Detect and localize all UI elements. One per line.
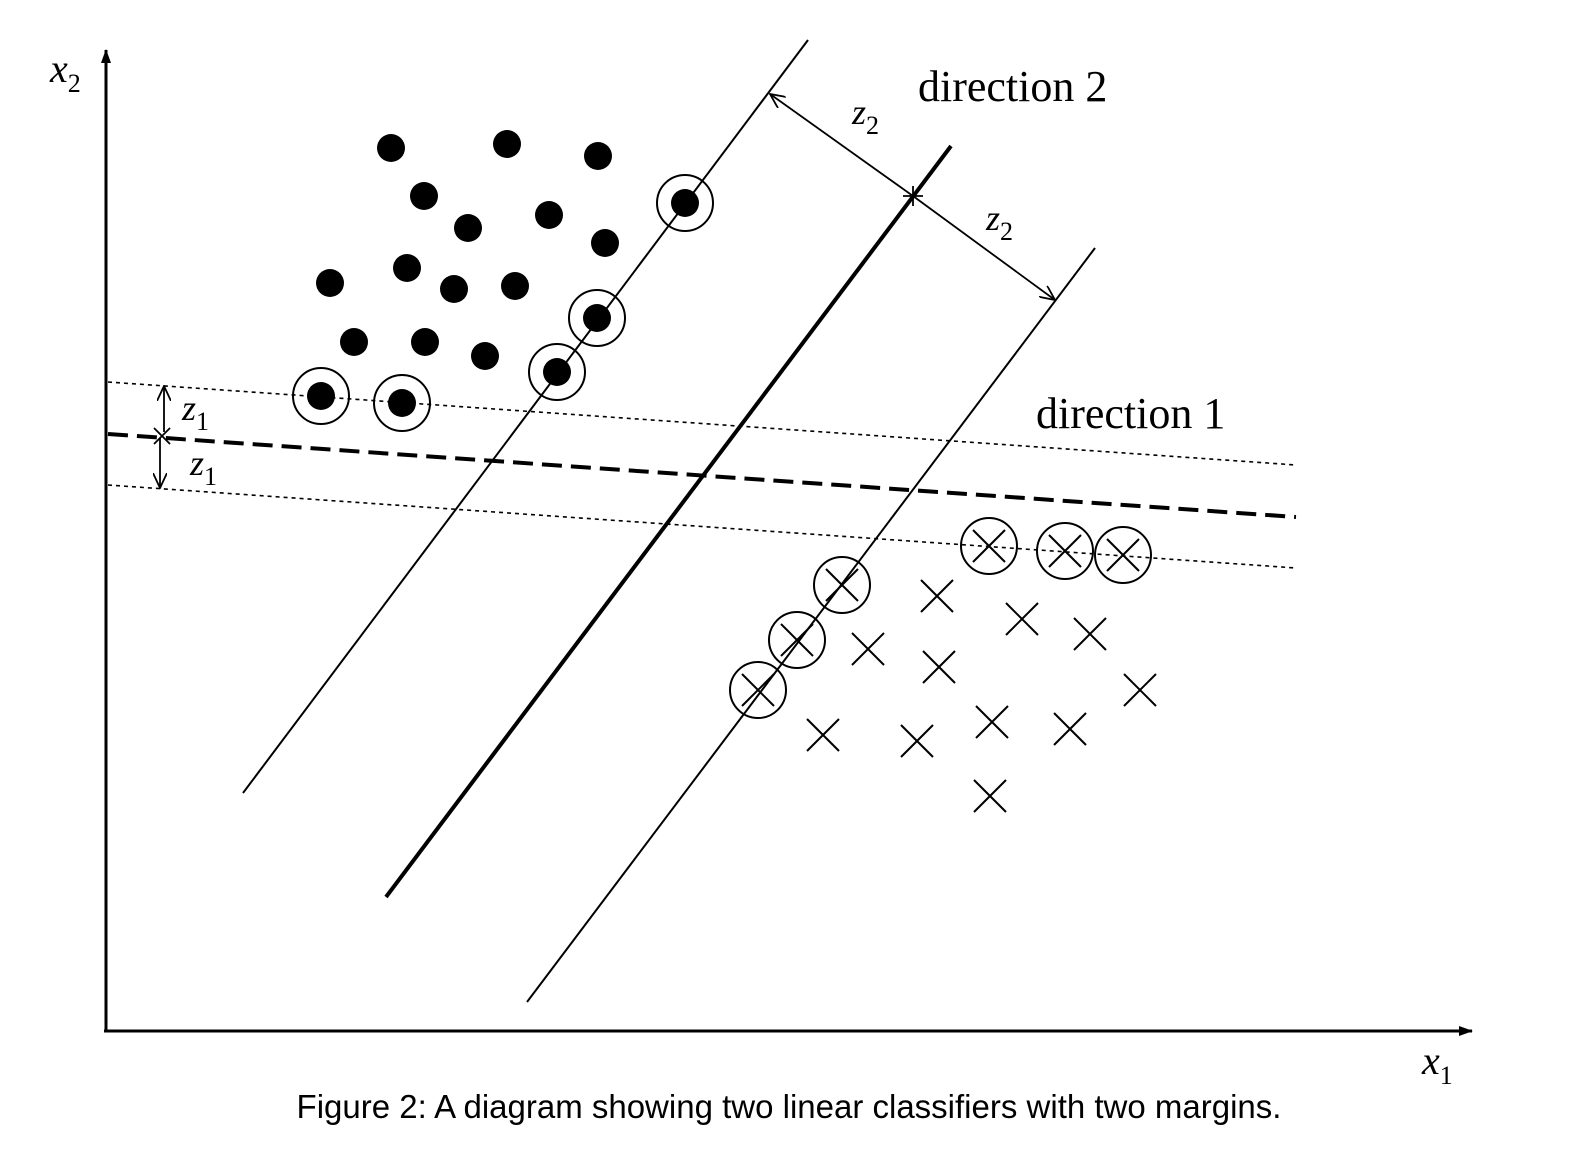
filled-dot-point: [671, 189, 699, 217]
direction-1-upper-margin-line: [107, 381, 1297, 466]
direction-1-label: direction 1: [1036, 389, 1225, 438]
axes: x2 x1: [49, 46, 1473, 1090]
direction-2-label: direction 2: [918, 62, 1107, 111]
direction-2-decision-boundary: [384, 144, 953, 899]
z1-lower-label: z1: [189, 443, 217, 491]
direction-2-upper-margin-line: [242, 39, 809, 794]
cross-point: [780, 623, 814, 657]
z2-lower-arrow: [912, 195, 1055, 300]
filled-dot-point: [535, 201, 563, 229]
cross-point: [825, 568, 859, 602]
filled-dot-point: [410, 182, 438, 210]
cross-point: [922, 650, 956, 684]
filled-dot-point: [393, 254, 421, 282]
cross-point: [806, 718, 840, 752]
direction-1-lower-margin-line: [107, 484, 1297, 569]
filled-dot-point: [471, 342, 499, 370]
cross-point: [741, 673, 775, 707]
x-axis-label: x1: [1421, 1038, 1453, 1090]
support-vector-ring: [768, 611, 826, 669]
filled-dot-point: [591, 229, 619, 257]
cross-point: [851, 632, 885, 666]
z2-lower-label: z2: [985, 198, 1013, 246]
filled-dot-point: [583, 304, 611, 332]
filled-dot-point: [316, 269, 344, 297]
cross-point: [900, 724, 934, 758]
filled-dot-point: [340, 328, 368, 356]
z1-upper-label: z1: [181, 388, 209, 436]
support-vector-ring: [813, 556, 871, 614]
filled-dot-point: [440, 275, 468, 303]
filled-dot-point: [307, 382, 335, 410]
filled-dot-point: [411, 328, 439, 356]
filled-dot-point: [454, 214, 482, 242]
cross-point: [920, 579, 954, 613]
cross-point: [973, 779, 1007, 813]
cross-point: [972, 529, 1006, 563]
filled-dot-point: [543, 358, 571, 386]
cross-point: [975, 705, 1009, 739]
direction-1-classifier: z1 z1 direction 1: [107, 381, 1297, 569]
support-vector-ring: [568, 289, 626, 347]
support-vector-ring: [729, 661, 787, 719]
cross-point: [1048, 534, 1082, 568]
cross-point: [1123, 673, 1157, 707]
y-axis-label: x2: [49, 46, 81, 98]
cross-point: [1073, 617, 1107, 651]
filled-dot-point: [501, 272, 529, 300]
cross-point: [1005, 602, 1039, 636]
figure-caption: Figure 2: A diagram showing two linear c…: [296, 1088, 1282, 1125]
support-vector-ring: [373, 374, 431, 432]
z2-upper-arrow: [770, 94, 914, 197]
support-vector-ring: [656, 174, 714, 232]
support-vector-ring: [528, 343, 586, 401]
filled-dot-point: [584, 142, 612, 170]
cross-point: [1106, 538, 1140, 572]
support-vector-ring: [292, 367, 350, 425]
class-b-crosses: [729, 517, 1157, 813]
support-vector-ring: [1036, 522, 1094, 580]
z1-center-tick-2: [153, 427, 171, 445]
z2-upper-label: z2: [851, 92, 879, 140]
filled-dot-point: [388, 389, 416, 417]
support-vector-ring: [960, 517, 1018, 575]
cross-point: [1053, 712, 1087, 746]
support-vector-ring: [1094, 526, 1152, 584]
filled-dot-point: [493, 130, 521, 158]
class-a-filled-dots: [292, 130, 714, 432]
filled-dot-point: [377, 134, 405, 162]
